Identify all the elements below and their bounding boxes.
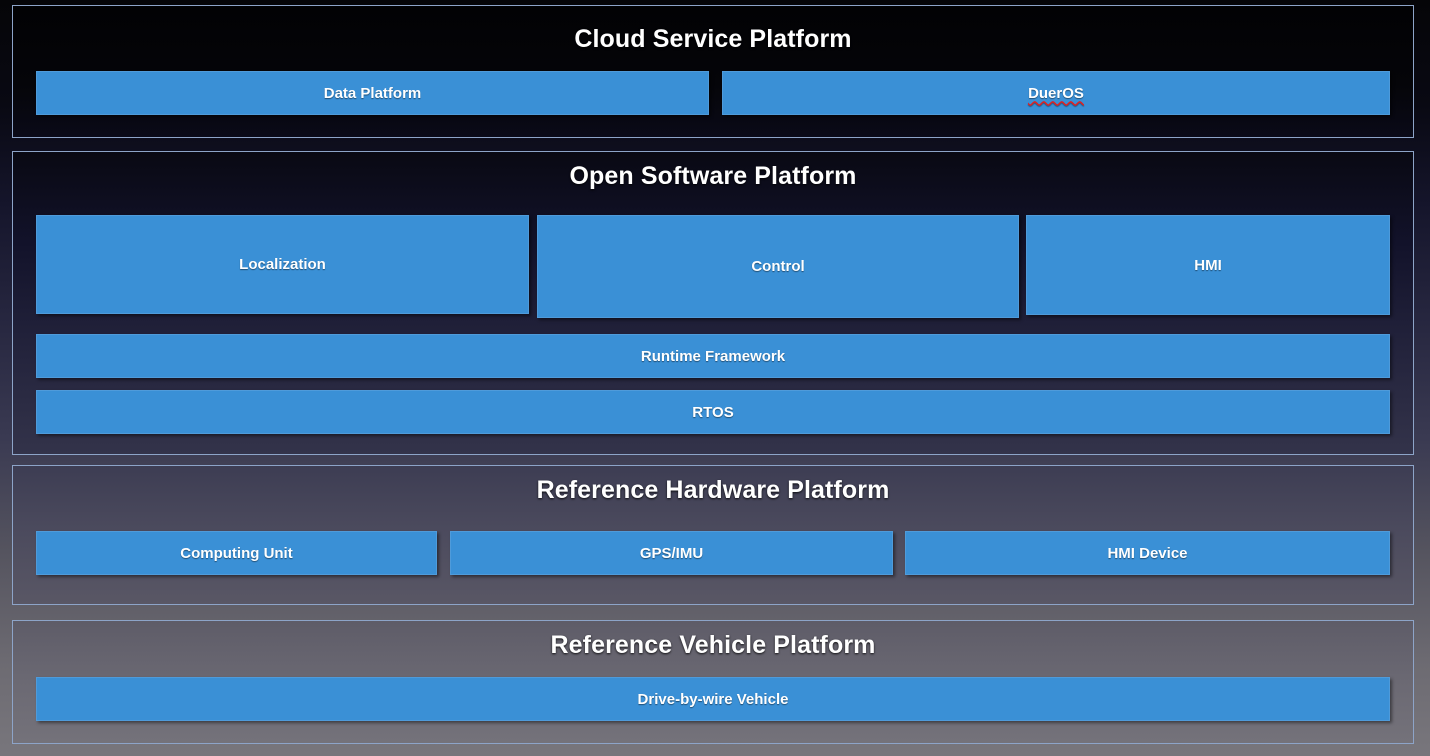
box-label-data-platform: Data Platform (323, 84, 422, 102)
box-localization[interactable]: Localization (36, 215, 529, 314)
box-label-runtime-framework: Runtime Framework (640, 347, 786, 365)
box-label-hmi: HMI (1194, 256, 1222, 274)
box-runtime-framework[interactable]: Runtime Framework (36, 334, 1390, 378)
layer-cloud-service-platform: Cloud Service Platform Data Platform Due… (12, 5, 1414, 138)
box-data-platform[interactable]: Data Platform (36, 71, 709, 115)
box-drive-by-wire-vehicle[interactable]: Drive-by-wire Vehicle (36, 677, 1390, 721)
layer-title-cloud-service-platform: Cloud Service Platform (574, 25, 852, 53)
layer-title-open-software-platform: Open Software Platform (569, 162, 857, 190)
box-hmi[interactable]: HMI (1026, 215, 1390, 315)
box-label-rtos: RTOS (692, 403, 734, 421)
box-rtos[interactable]: RTOS (36, 390, 1390, 434)
layer-title-reference-hardware-platform: Reference Hardware Platform (536, 476, 890, 504)
box-hmi-device[interactable]: HMI Device (905, 531, 1390, 575)
box-control[interactable]: Control (537, 215, 1019, 318)
box-label-localization: Localization (239, 256, 326, 273)
layer-reference-hardware-platform: Reference Hardware Platform Computing Un… (12, 465, 1414, 605)
box-label-computing-unit: Computing Unit (180, 544, 293, 562)
box-label-hmi-device: HMI Device (1107, 544, 1188, 562)
layer-reference-vehicle-platform: Reference Vehicle Platform Drive-by-wire… (12, 620, 1414, 744)
box-label-gps-imu: GPS/IMU (639, 544, 704, 562)
box-gps-imu[interactable]: GPS/IMU (450, 531, 893, 575)
box-label-control: Control (751, 258, 805, 275)
layer-open-software-platform: Open Software Platform Localization Cont… (12, 151, 1414, 455)
layer-title-reference-vehicle-platform: Reference Vehicle Platform (550, 631, 876, 659)
box-label-dueros: DuerOS (1028, 84, 1084, 102)
box-computing-unit[interactable]: Computing Unit (36, 531, 437, 575)
box-label-drive-by-wire-vehicle: Drive-by-wire Vehicle (637, 690, 789, 708)
box-dueros[interactable]: DuerOS (722, 71, 1390, 115)
